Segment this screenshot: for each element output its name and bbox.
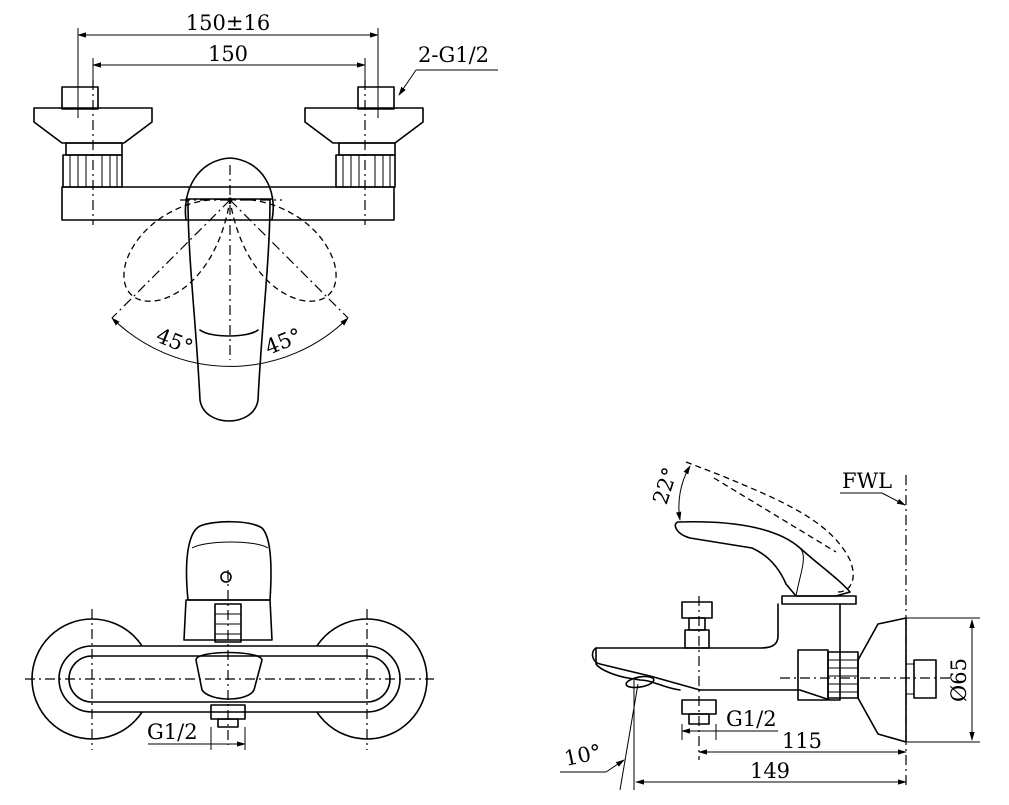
inlet-label: 2-G1/2 [418, 43, 489, 67]
handle-dome [184, 157, 274, 221]
front-thread-label: G1/2 [147, 720, 198, 744]
left-inlet-nut [61, 86, 99, 110]
mixer-body [61, 186, 395, 221]
right-inlet-nut [357, 86, 395, 110]
side-wall-flange [857, 617, 907, 743]
side-inlet-nut [913, 659, 937, 699]
diverter-knob-stem [688, 617, 706, 631]
angle-left-label: 45° [153, 323, 197, 359]
body-side [591, 603, 841, 701]
leader-line [398, 69, 417, 96]
front-view: G1/2 [25, 520, 434, 750]
front-handle-line [191, 541, 269, 549]
angle-leader-arrow [605, 759, 625, 773]
right-knurl-lines [342, 155, 391, 187]
left-knurl-lines [69, 155, 118, 187]
side-collar [797, 649, 829, 701]
side-knurl-lines [828, 659, 858, 693]
right-flange [304, 107, 424, 144]
side-knurl-nut [827, 651, 859, 699]
right-collar [338, 142, 396, 156]
spout-side [595, 647, 681, 691]
lever-contour [199, 329, 259, 337]
left-collar [65, 142, 123, 156]
front-body-inner [68, 655, 391, 703]
cartridge-cap [781, 595, 857, 605]
front-neck [183, 599, 273, 641]
side-view: FWL 22° [560, 461, 980, 791]
diverter-knob [681, 601, 713, 619]
lever-side-inner [795, 547, 804, 597]
spout-outlet [625, 675, 655, 689]
lever-handle [187, 199, 271, 422]
diverter-knob-base [684, 629, 710, 649]
fwl-label: FWL [842, 469, 892, 493]
pivot-point [227, 197, 233, 203]
tilt-angle-label: 22° [648, 464, 682, 507]
fwl-arrow [881, 492, 906, 506]
rotation-arc [111, 317, 349, 367]
dim-label-149: 149 [750, 759, 790, 783]
top-view: 150±16 150 2-G1/2 [33, 11, 498, 422]
rotation-line-right [229, 199, 349, 319]
angle-right-label: 45° [262, 323, 306, 359]
front-handle [185, 520, 272, 601]
tilt-arc [675, 465, 691, 521]
side-thread-label: G1/2 [726, 707, 777, 731]
dim-label-150-tol: 150±16 [186, 11, 270, 35]
dim-label-115: 115 [782, 729, 822, 753]
front-spout [195, 651, 263, 700]
diameter-label: Ø65 [947, 658, 971, 702]
spray-angle-line [619, 683, 639, 791]
lever-raised-inner [713, 477, 837, 553]
lever-left-rotated [123, 198, 231, 302]
lever-side [674, 520, 851, 597]
lever-right-rotated [229, 198, 337, 302]
lever-raised [685, 461, 854, 593]
dim-label-150: 150 [208, 42, 248, 66]
left-flange [33, 107, 153, 144]
rotation-line-left [111, 199, 231, 319]
spray-angle-label: 10° [562, 740, 603, 771]
front-handle-indicator [220, 571, 232, 583]
